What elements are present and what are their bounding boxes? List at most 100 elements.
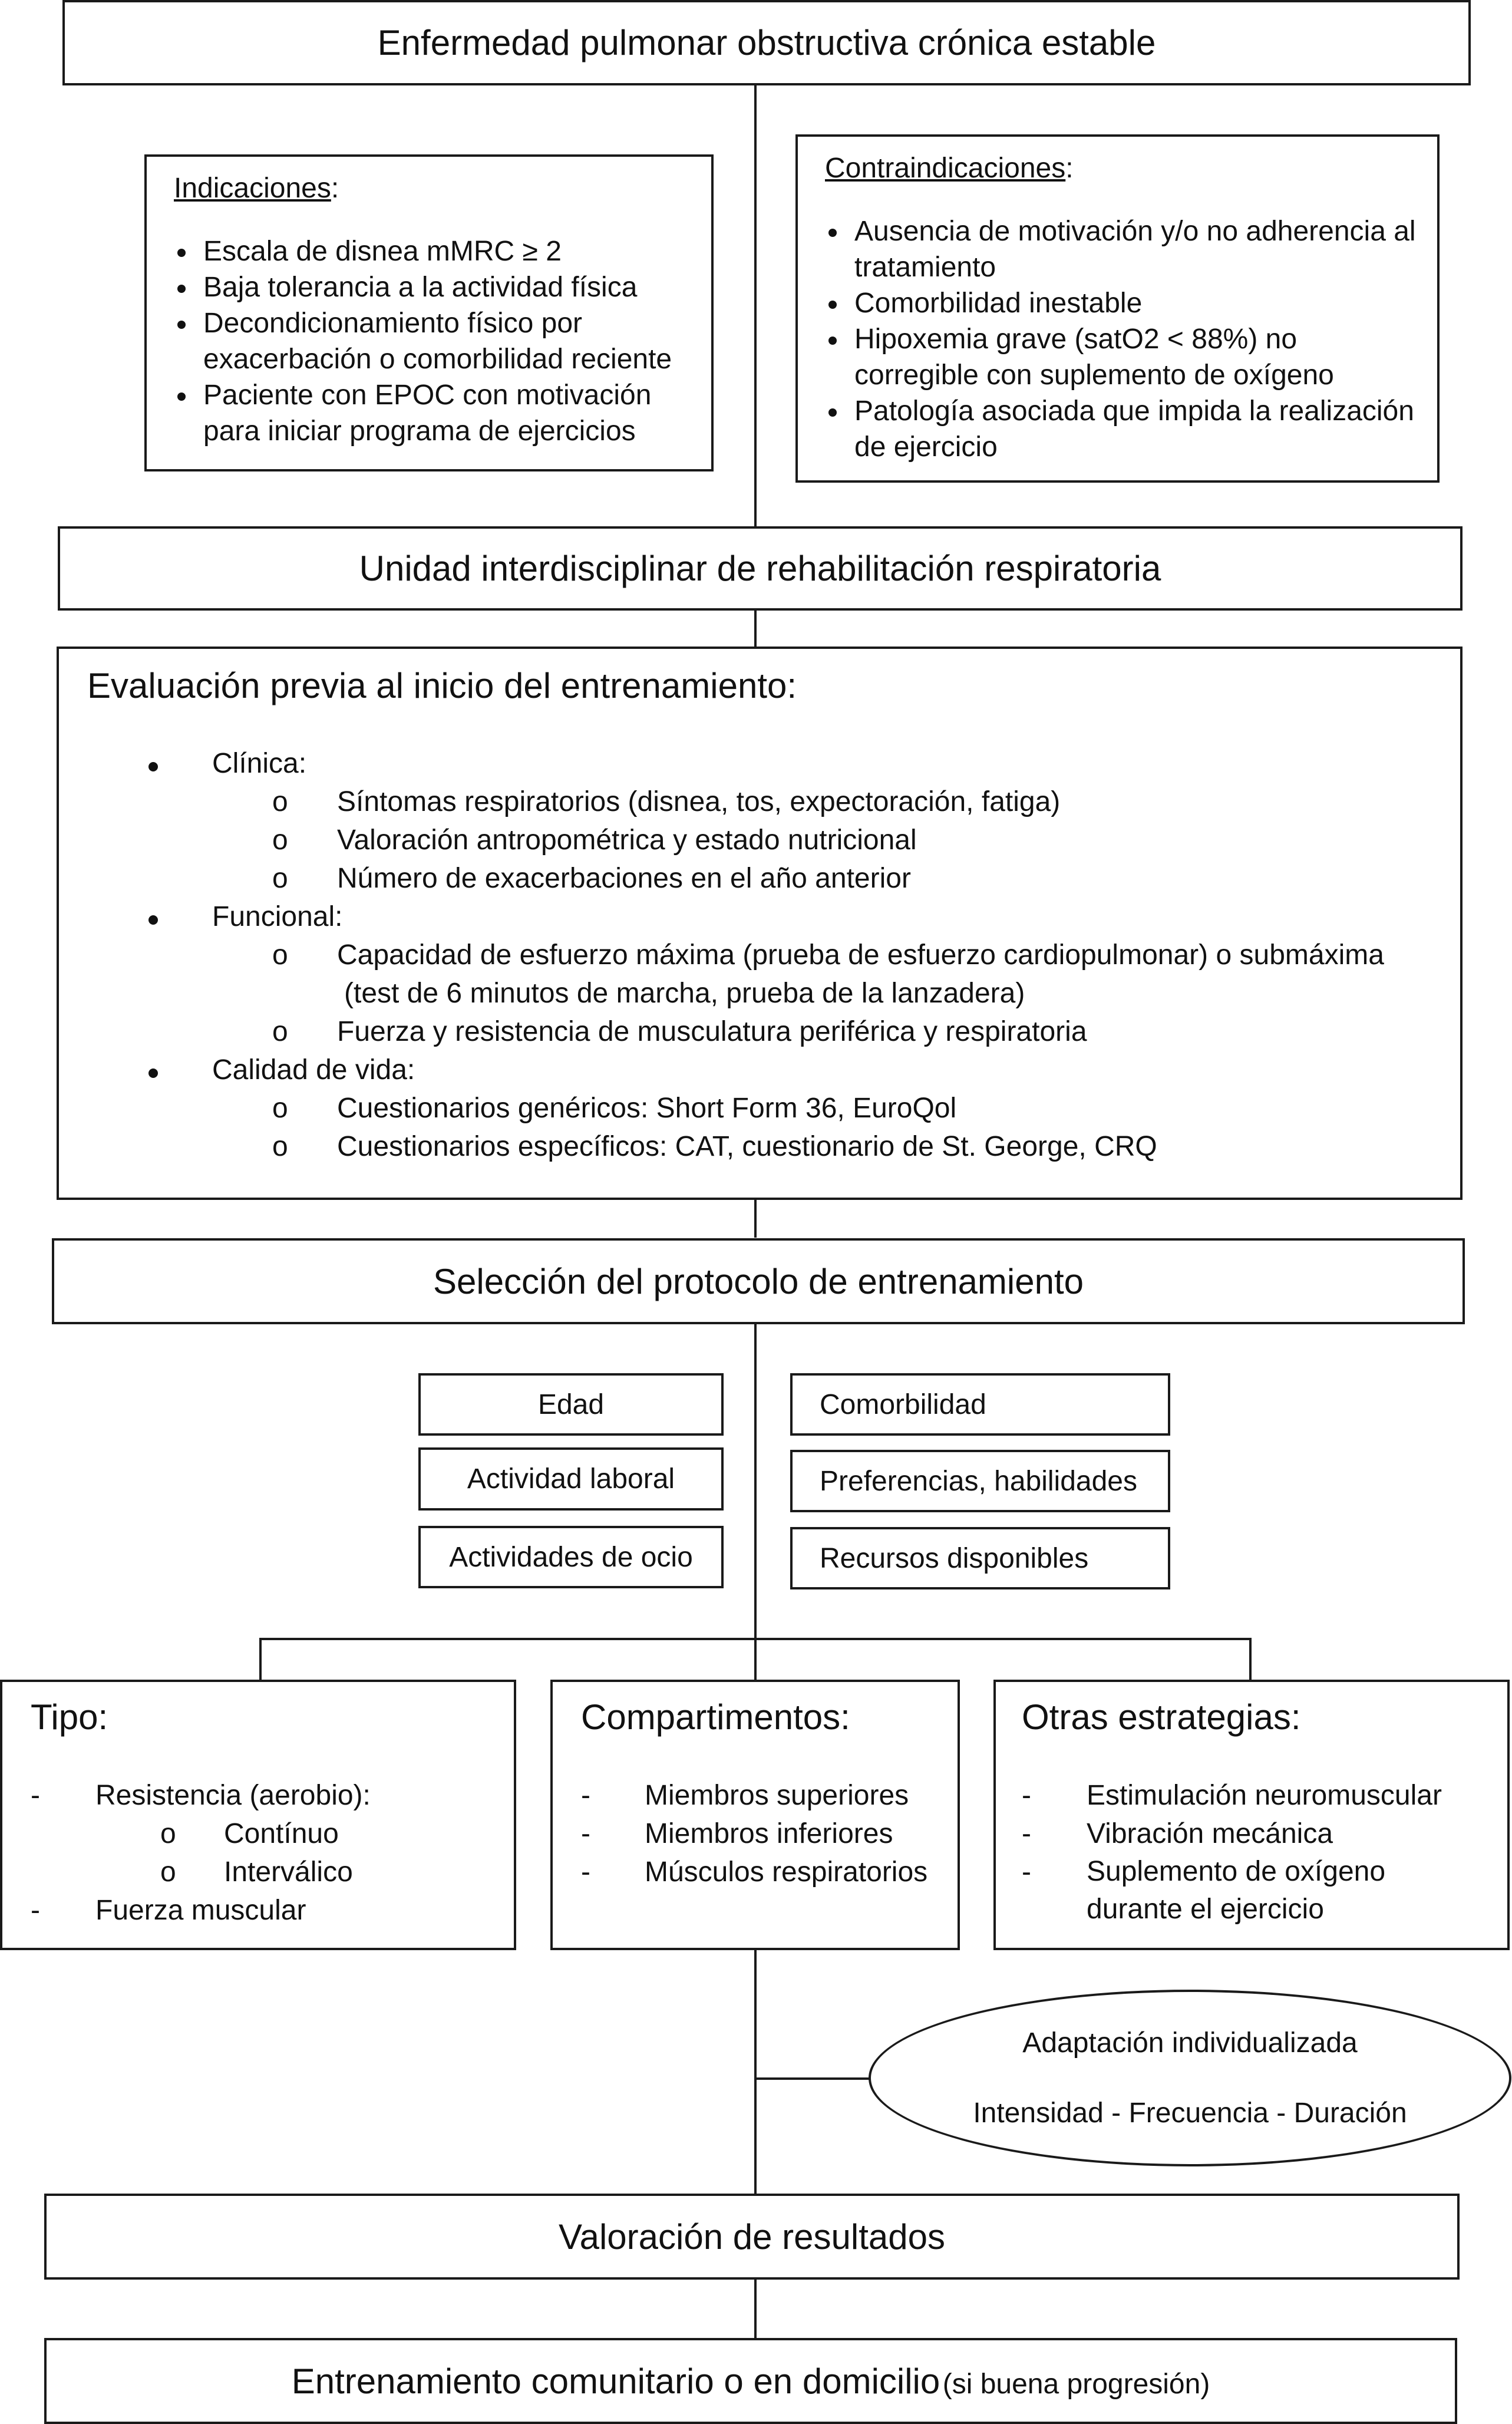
factor-recursos-box: Recursos disponibles	[790, 1527, 1170, 1589]
tipo-resistencia: Resistencia (aerobio):	[95, 1780, 371, 1811]
sub-bullet-marker: o	[272, 1016, 288, 1047]
contraindicaciones-box: Contraindicaciones: Ausencia de motivaci…	[795, 134, 1440, 483]
compartimentos-item: Miembros inferiores	[645, 1818, 893, 1849]
factor-actividad-laboral-box: Actividad laboral	[418, 1447, 724, 1511]
connector-branch-otras	[1249, 1638, 1252, 1682]
sub-bullet-marker: o	[272, 1131, 288, 1162]
eval-funcional-label: Funcional:	[212, 901, 343, 932]
factor-label: Actividades de ocio	[449, 1541, 693, 1573]
tipo-intervalico-row: o Interválico	[2, 1853, 509, 1891]
final-box: Entrenamiento comunitario o en domicilio…	[44, 2338, 1457, 2424]
otras-item: Suplemento de oxígeno durante el ejercic…	[1087, 1856, 1386, 1925]
indicaciones-colon: :	[331, 173, 339, 204]
contraindicaciones-item: Comorbilidad inestable	[825, 285, 1419, 321]
tipo-continuo-row: o Contínuo	[2, 1815, 509, 1853]
factor-label: Edad	[537, 1389, 605, 1420]
title-text: Enfermedad pulmonar obstructiva crónica …	[377, 23, 1156, 62]
compartimentos-heading: Compartimentos:	[581, 1697, 850, 1737]
dash-marker: -	[31, 1895, 40, 1926]
final-main: Entrenamiento comunitario o en domicilio	[291, 2361, 940, 2401]
tipo-continuo: Contínuo	[224, 1818, 339, 1849]
connector-valoracion-final	[754, 2280, 757, 2340]
unidad-text: Unidad interdisciplinar de rehabilitació…	[359, 549, 1161, 588]
connector-compartimentos-valoracion	[754, 1948, 757, 2195]
eval-clinica-row: Clínica:	[59, 744, 1455, 783]
eval-sub-row-continued: (test de 6 minutos de marcha, prueba de …	[59, 974, 1455, 1013]
sub-bullet-marker: o	[272, 939, 288, 971]
connector-branch-tipo	[259, 1638, 262, 1682]
sub-bullet-marker: o	[272, 863, 288, 894]
evaluacion-box: Evaluación previa al inicio del entrenam…	[57, 647, 1463, 1200]
compartimentos-row: - Miembros superiores	[553, 1776, 953, 1815]
dash-marker: -	[1022, 1856, 1031, 1888]
dash-marker: -	[581, 1818, 590, 1849]
title-box: Enfermedad pulmonar obstructiva crónica …	[62, 0, 1471, 85]
valoracion-text: Valoración de resultados	[559, 2217, 945, 2257]
compartimentos-box: Compartimentos: - Miembros superiores - …	[550, 1680, 960, 1950]
contraindicaciones-colon: :	[1065, 153, 1074, 184]
eval-sub-item: Síntomas respiratorios (disnea, tos, exp…	[337, 786, 1061, 817]
seleccion-text: Selección del protocolo de entrenamiento	[433, 1261, 1084, 1301]
sub-bullet-marker: o	[272, 786, 288, 817]
tipo-box: Tipo: - Resistencia (aerobio): o Contínu…	[0, 1680, 516, 1950]
compartimentos-row: - Miembros inferiores	[553, 1815, 953, 1853]
indicaciones-item: Paciente con EPOC con motivación para in…	[174, 377, 688, 449]
adaptacion-ellipse: Adaptación individualizada Intensidad - …	[869, 1990, 1511, 2166]
factor-label: Comorbilidad	[820, 1389, 986, 1420]
eval-sub-item-continued: (test de 6 minutos de marcha, prueba de …	[344, 978, 1025, 1009]
otras-heading: Otras estrategias:	[1022, 1697, 1301, 1737]
indicaciones-item: Baja tolerancia a la actividad física	[174, 269, 688, 305]
eval-calidad-label: Calidad de vida:	[212, 1054, 415, 1086]
otras-row: - Suplemento de oxígeno durante el ejerc…	[996, 1853, 1503, 1930]
final-note: (si buena progresión)	[942, 2368, 1210, 2400]
adaptacion-line1: Adaptación individualizada	[1022, 2027, 1358, 2059]
indicaciones-list: Escala de disnea mMRC ≥ 2 Baja toleranci…	[174, 233, 688, 449]
connector-main-top	[754, 84, 757, 529]
otras-row: - Vibración mecánica	[996, 1815, 1503, 1853]
dash-marker: -	[581, 1780, 590, 1811]
connector-branch-compartimentos	[754, 1638, 757, 1682]
contraindicaciones-list: Ausencia de motivación y/o no adherencia…	[825, 213, 1419, 465]
dash-marker: -	[581, 1856, 590, 1888]
contraindicaciones-heading: Contraindicaciones	[825, 153, 1066, 184]
dash-marker: -	[1022, 1818, 1031, 1849]
eval-sub-item: Fuerza y resistencia de musculatura peri…	[337, 1016, 1087, 1047]
sub-bullet-marker: o	[160, 1856, 176, 1888]
eval-sub-item: Cuestionarios genéricos: Short Form 36, …	[337, 1093, 957, 1124]
indicaciones-item: Escala de disnea mMRC ≥ 2	[174, 233, 688, 269]
factor-comorbilidad-box: Comorbilidad	[790, 1373, 1170, 1436]
indicaciones-heading: Indicaciones	[174, 173, 331, 204]
connector-unidad-evaluacion	[754, 609, 757, 648]
connector-seleccion-branch	[754, 1322, 757, 1639]
factor-label: Recursos disponibles	[820, 1542, 1089, 1574]
eval-funcional-row: Funcional:	[59, 898, 1455, 936]
indicaciones-item: Decondicionamiento físico por exacerbaci…	[174, 305, 688, 377]
tipo-fuerza-row: - Fuerza muscular	[2, 1891, 509, 1930]
factor-preferencias-box: Preferencias, habilidades	[790, 1450, 1170, 1512]
eval-sub-row: o Capacidad de esfuerzo máxima (prueba d…	[59, 936, 1455, 974]
tipo-resistencia-row: - Resistencia (aerobio):	[2, 1776, 509, 1815]
compartimentos-item: Músculos respiratorios	[645, 1856, 928, 1888]
eval-sub-row: o Valoración antropométrica y estado nut…	[59, 821, 1455, 859]
bullet-marker	[148, 762, 158, 771]
adaptacion-line2: Intensidad - Frecuencia - Duración	[973, 2097, 1407, 2129]
connector-evaluacion-seleccion	[754, 1198, 757, 1238]
tipo-intervalico: Interválico	[224, 1856, 353, 1888]
tipo-fuerza: Fuerza muscular	[95, 1895, 306, 1926]
contraindicaciones-item: Hipoxemia grave (satO2 < 88%) no corregi…	[825, 321, 1419, 393]
eval-sub-row: o Cuestionarios genéricos: Short Form 36…	[59, 1089, 1455, 1127]
eval-clinica-label: Clínica:	[212, 748, 307, 779]
otras-row: - Estimulación neuromuscular	[996, 1776, 1503, 1815]
tipo-heading: Tipo:	[31, 1697, 108, 1737]
eval-calidad-row: Calidad de vida:	[59, 1051, 1455, 1089]
otras-estrategias-box: Otras estrategias: - Estimulación neurom…	[993, 1680, 1510, 1950]
seleccion-box: Selección del protocolo de entrenamiento	[52, 1238, 1465, 1324]
sub-bullet-marker: o	[160, 1818, 176, 1849]
evaluacion-heading: Evaluación previa al inicio del entrenam…	[87, 666, 797, 705]
factor-label: Preferencias, habilidades	[820, 1465, 1137, 1497]
valoracion-box: Valoración de resultados	[44, 2194, 1460, 2280]
indicaciones-box: Indicaciones: Escala de disnea mMRC ≥ 2 …	[144, 154, 714, 471]
contraindicaciones-item: Patología asociada que impida la realiza…	[825, 393, 1419, 465]
unidad-box: Unidad interdisciplinar de rehabilitació…	[58, 526, 1463, 611]
otras-item: Vibración mecánica	[1087, 1818, 1333, 1849]
